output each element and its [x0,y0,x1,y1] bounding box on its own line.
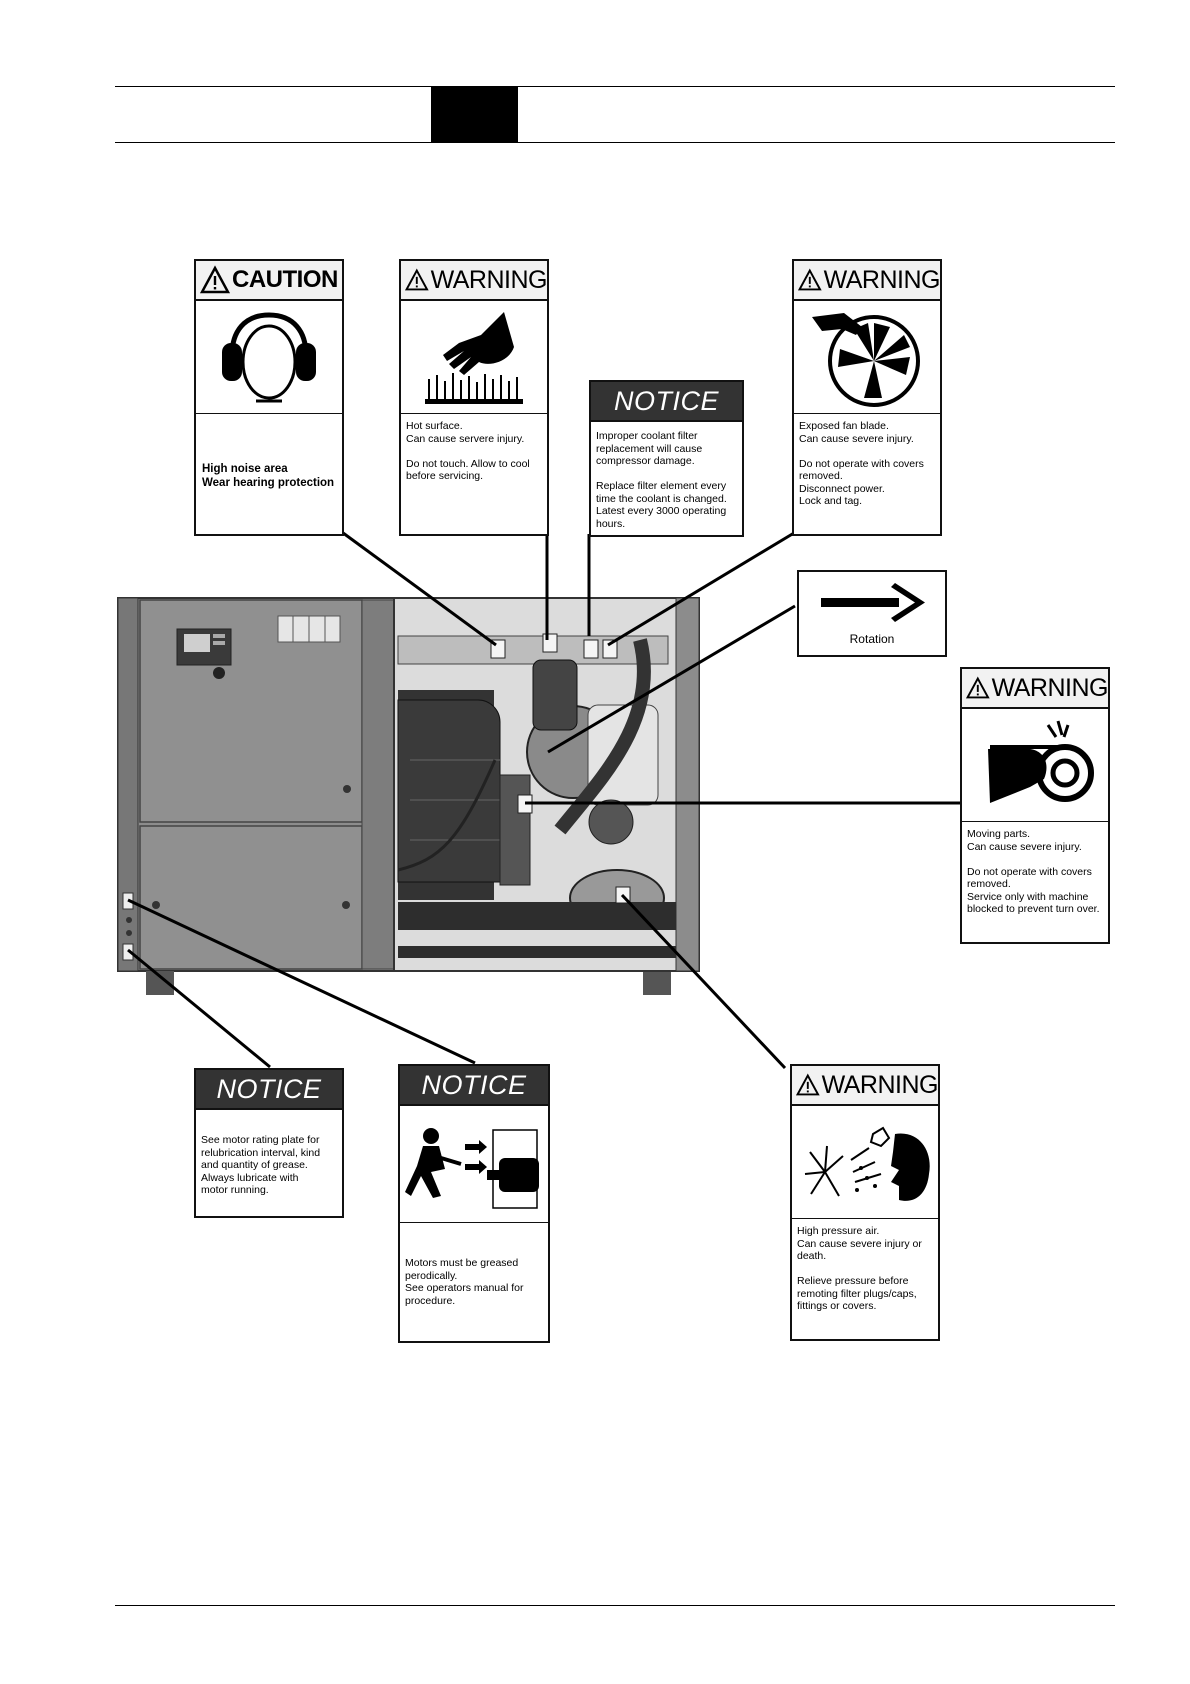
footer-rule [115,1605,1115,1606]
high-pressure-air-icon [792,1106,938,1219]
warning-moving-parts-label: WARNING Moving parts. Can cause severe i… [960,667,1110,944]
header-top-rule [115,86,1115,87]
signal-word: WARNING [430,265,548,294]
warning-hot-surface-label: WARNING Hot surface. Can cause servere i… [399,259,549,536]
leader-lines [127,528,960,1070]
signal-word: WARNING [991,673,1109,702]
caution-noise-label: CAUTION High noise area Wear hearing pro… [194,259,344,536]
notice-coolant-filter-label: NOTICE Improper coolant filter replaceme… [589,380,744,537]
warning-fan-blade-label: WARNING Exposed fan blade. Can cause sev… [792,259,942,536]
rotation-label: Rotation [797,570,947,657]
warning-triangle-icon [966,676,990,699]
label-text: High pressure air. Can cause severe inju… [797,1225,922,1312]
ear-protection-icon [196,301,342,414]
hand-belt-entanglement-icon [962,709,1108,822]
signal-word: NOTICE [613,385,719,416]
notice-grease-label: NOTICE Motors must be greased perodicall… [398,1064,550,1343]
fan-blade-hand-icon [794,301,940,414]
signal-word: NOTICE [421,1069,527,1100]
header-bottom-rule [115,142,1115,143]
notice-motor-plate-label: NOTICE See motor rating plate for relubr… [194,1068,344,1218]
compressor-left-panel [117,597,671,995]
warning-triangle-icon [405,268,429,291]
header-black-tab [431,87,518,143]
label-text: See motor rating plate for relubrication… [201,1134,321,1196]
warning-triangle-icon [798,268,822,291]
label-text: Rotation [849,632,895,646]
arrow-right-icon [821,583,925,622]
label-text: Exposed fan blade. Can cause severe inju… [799,420,924,507]
label-text: Improper coolant filter replacement will… [596,430,727,530]
compressor-interior [393,597,700,972]
hot-surface-hand-icon [401,301,547,414]
warning-triangle-icon [796,1073,820,1096]
label-text: Motors must be greased perodically. See … [405,1257,524,1307]
greasing-motor-icon [400,1106,548,1223]
signal-word: WARNING [823,265,941,294]
signal-word: CAUTION [232,266,338,293]
signal-word: NOTICE [216,1073,322,1104]
signal-word: WARNING [821,1070,939,1099]
label-text: Hot surface. Can cause servere injury. D… [406,420,530,482]
warning-high-pressure-label: WARNING High pressure air. Can cause sev… [790,1064,940,1341]
label-text: High noise area Wear hearing protection [202,463,335,489]
warning-triangle-icon [200,265,230,294]
label-text: Moving parts. Can cause severe injury. D… [967,828,1100,915]
